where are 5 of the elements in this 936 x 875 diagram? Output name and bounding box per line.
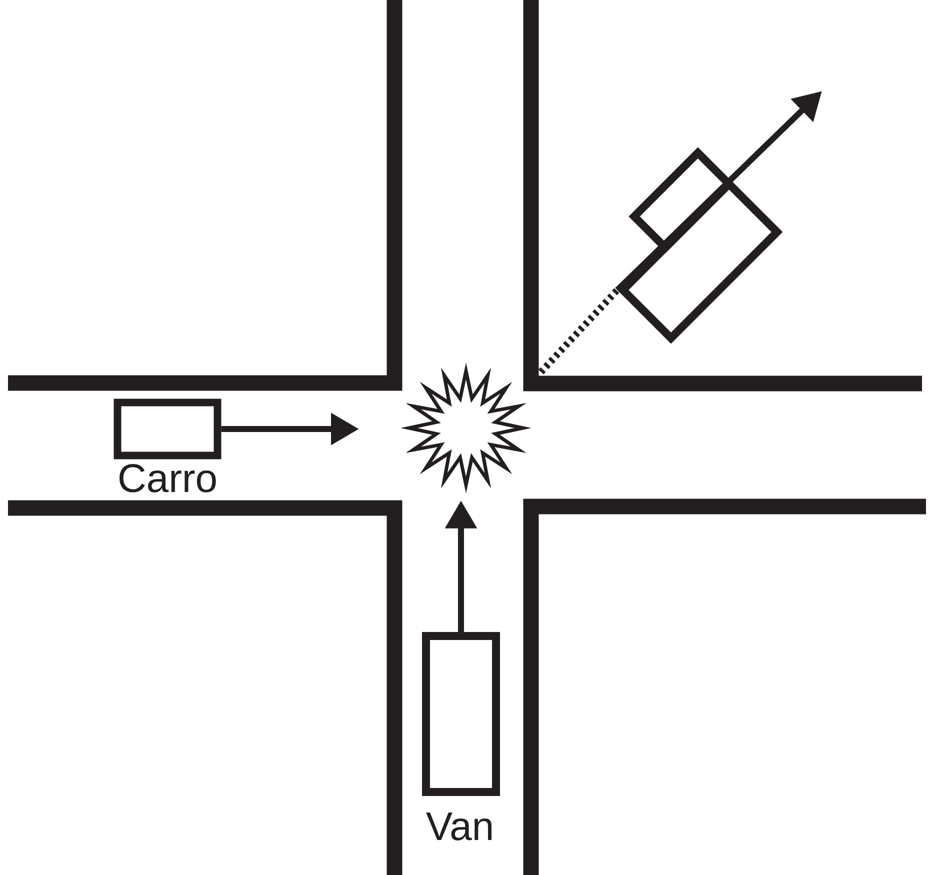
vehicle-label: Carro: [120, 464, 216, 492]
vehicle-label: Van: [426, 812, 492, 840]
vehicle-box: [114, 398, 222, 460]
dotted-line: [538, 288, 620, 374]
vehicle-box: [422, 632, 500, 796]
